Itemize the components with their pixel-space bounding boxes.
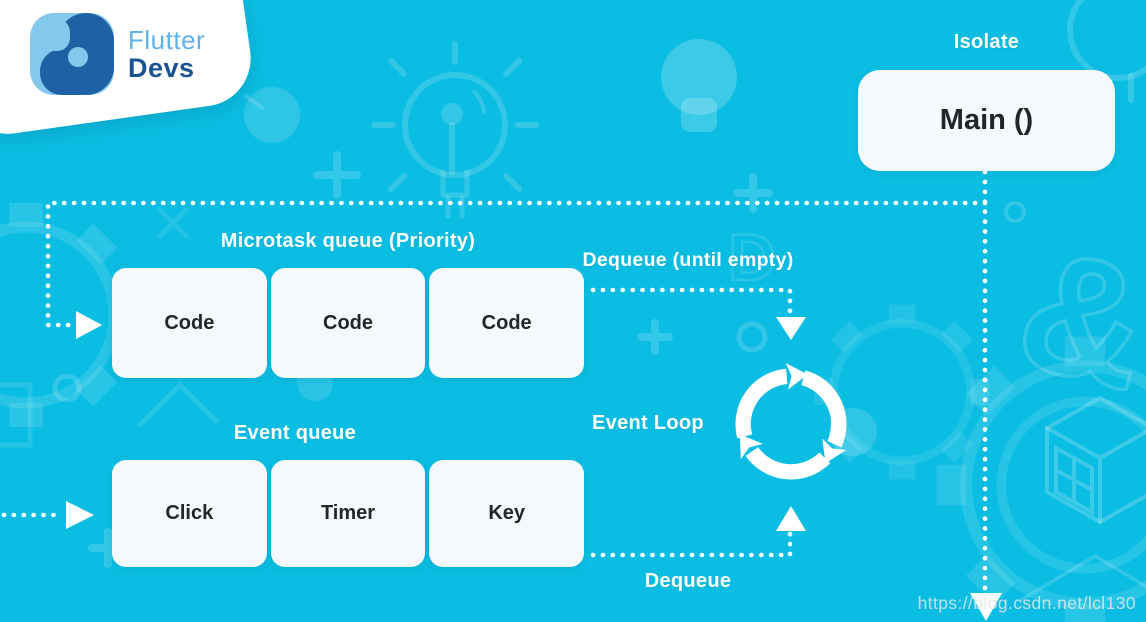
main-function-box: Main (): [858, 70, 1115, 171]
microtask-queue-title: Microtask queue (Priority): [220, 230, 476, 252]
ampersand-outline: &: [1002, 211, 1146, 427]
microtask-queue-row: Code Code Code: [112, 268, 585, 378]
microtask-item-label: Code: [164, 311, 215, 334]
arrowhead-right-icon: [66, 501, 94, 529]
event-item-label: Timer: [320, 502, 376, 524]
microtask-item-box: Code: [429, 268, 585, 378]
event-queue-title: Event queue: [233, 422, 357, 444]
connector-dequeue-top: [590, 287, 793, 316]
dequeue-until-empty-label: Dequeue (until empty): [582, 249, 794, 271]
flutterdevs-logo-icon: [30, 13, 114, 95]
microtask-item-box: Code: [112, 268, 267, 378]
light-bulb-outline-icon: [371, 41, 539, 219]
event-item-label: Click: [165, 502, 214, 524]
event-queue-row: Click Timer Key: [112, 460, 585, 567]
event-loop-label: Event Loop: [592, 412, 704, 434]
microtask-item-box: Code: [270, 268, 426, 378]
connector-dequeue-bottom: [590, 530, 793, 558]
main-function-label: Main (): [939, 104, 1034, 136]
light-bulb-filled-icon: [661, 39, 737, 132]
brand-name-flutter: Flutter: [128, 25, 206, 56]
event-item-box: Timer: [270, 460, 426, 567]
arrowhead-up-icon: [776, 506, 806, 531]
event-item-box: Key: [429, 460, 585, 567]
microtask-item-label: Code: [481, 311, 532, 334]
arrowhead-right-icon: [76, 311, 102, 339]
isolate-label: Isolate: [953, 31, 1020, 53]
watermark-url: https://blog.csdn.net/lcl130: [917, 593, 1136, 613]
event-item-box: Click: [112, 460, 267, 567]
dequeue-label: Dequeue: [644, 570, 732, 592]
microtask-item-label: Code: [323, 311, 373, 334]
gear-outline-icon: [936, 336, 1146, 622]
event-item-label: Key: [488, 502, 526, 524]
event-loop-cycle-icon: [724, 357, 858, 491]
cube-outline-icon: [1045, 395, 1146, 525]
arrowhead-down-icon: [776, 317, 806, 340]
flutterdevs-logo: Flutter Devs: [30, 13, 205, 97]
brand-name-devs: Devs: [128, 53, 195, 84]
